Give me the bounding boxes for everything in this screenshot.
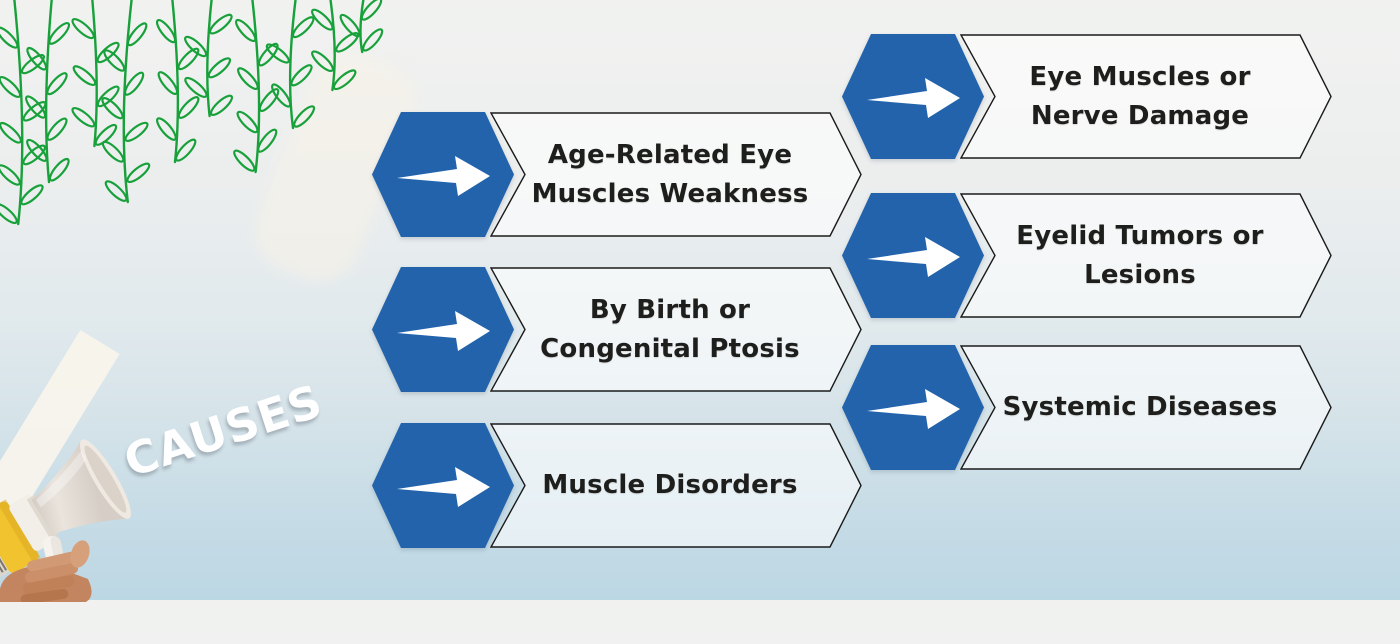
banner-shape <box>490 267 862 392</box>
megaphone-ribbed-cap <box>0 520 13 582</box>
arrow-right-icon <box>867 389 960 429</box>
cause-label: Muscle Disorders <box>542 470 798 500</box>
arrow-right-icon <box>867 237 960 277</box>
arrow-right-icon <box>397 467 490 507</box>
arrow-hexagon <box>372 267 514 392</box>
banner-shape <box>960 34 1332 159</box>
megaphone-yellow-band <box>0 501 39 573</box>
arrow-hexagon <box>842 345 984 470</box>
arrow-right-icon <box>867 78 960 118</box>
arrow-hexagon <box>842 34 984 159</box>
hand-illustration <box>0 540 92 602</box>
banner-shape <box>960 193 1332 318</box>
arrow-hexagon <box>372 423 514 548</box>
banner-shape <box>490 423 862 548</box>
cause-item-congenital: By Birth or Congenital Ptosis <box>372 267 864 392</box>
arrow-right-icon <box>397 311 490 351</box>
arrow-right-icon <box>397 156 490 196</box>
megaphone-illustration <box>0 439 131 602</box>
banner-shape <box>960 345 1332 470</box>
banner-shape <box>490 112 862 237</box>
cause-label: Age-Related Eye Muscles Weakness <box>531 139 809 209</box>
hanging-vines-illustration <box>0 0 384 226</box>
cause-label: By Birth or Congenital Ptosis <box>540 294 800 364</box>
megaphone-cone <box>31 439 130 535</box>
arrow-hexagon <box>372 112 514 237</box>
cause-item-systemic-diseases: Systemic Diseases <box>842 345 1334 470</box>
cause-item-age-related: Age-Related Eye Muscles Weakness <box>372 112 864 237</box>
cause-item-muscle-disorders: Muscle Disorders <box>372 423 864 548</box>
cause-label: Eyelid Tumors or Lesions <box>1016 220 1264 290</box>
infographic-canvas: CAUSES Age-Related Eye Muscles Weakness … <box>0 0 1334 644</box>
arrow-hexagon <box>842 193 984 318</box>
cause-item-eyelid-tumors: Eyelid Tumors or Lesions <box>842 193 1334 318</box>
cause-label: Systemic Diseases <box>1002 392 1278 422</box>
megaphone-collar <box>9 494 56 551</box>
cause-item-nerve-damage: Eye Muscles or Nerve Damage <box>842 34 1334 159</box>
cause-label: Eye Muscles or Nerve Damage <box>1029 61 1251 131</box>
